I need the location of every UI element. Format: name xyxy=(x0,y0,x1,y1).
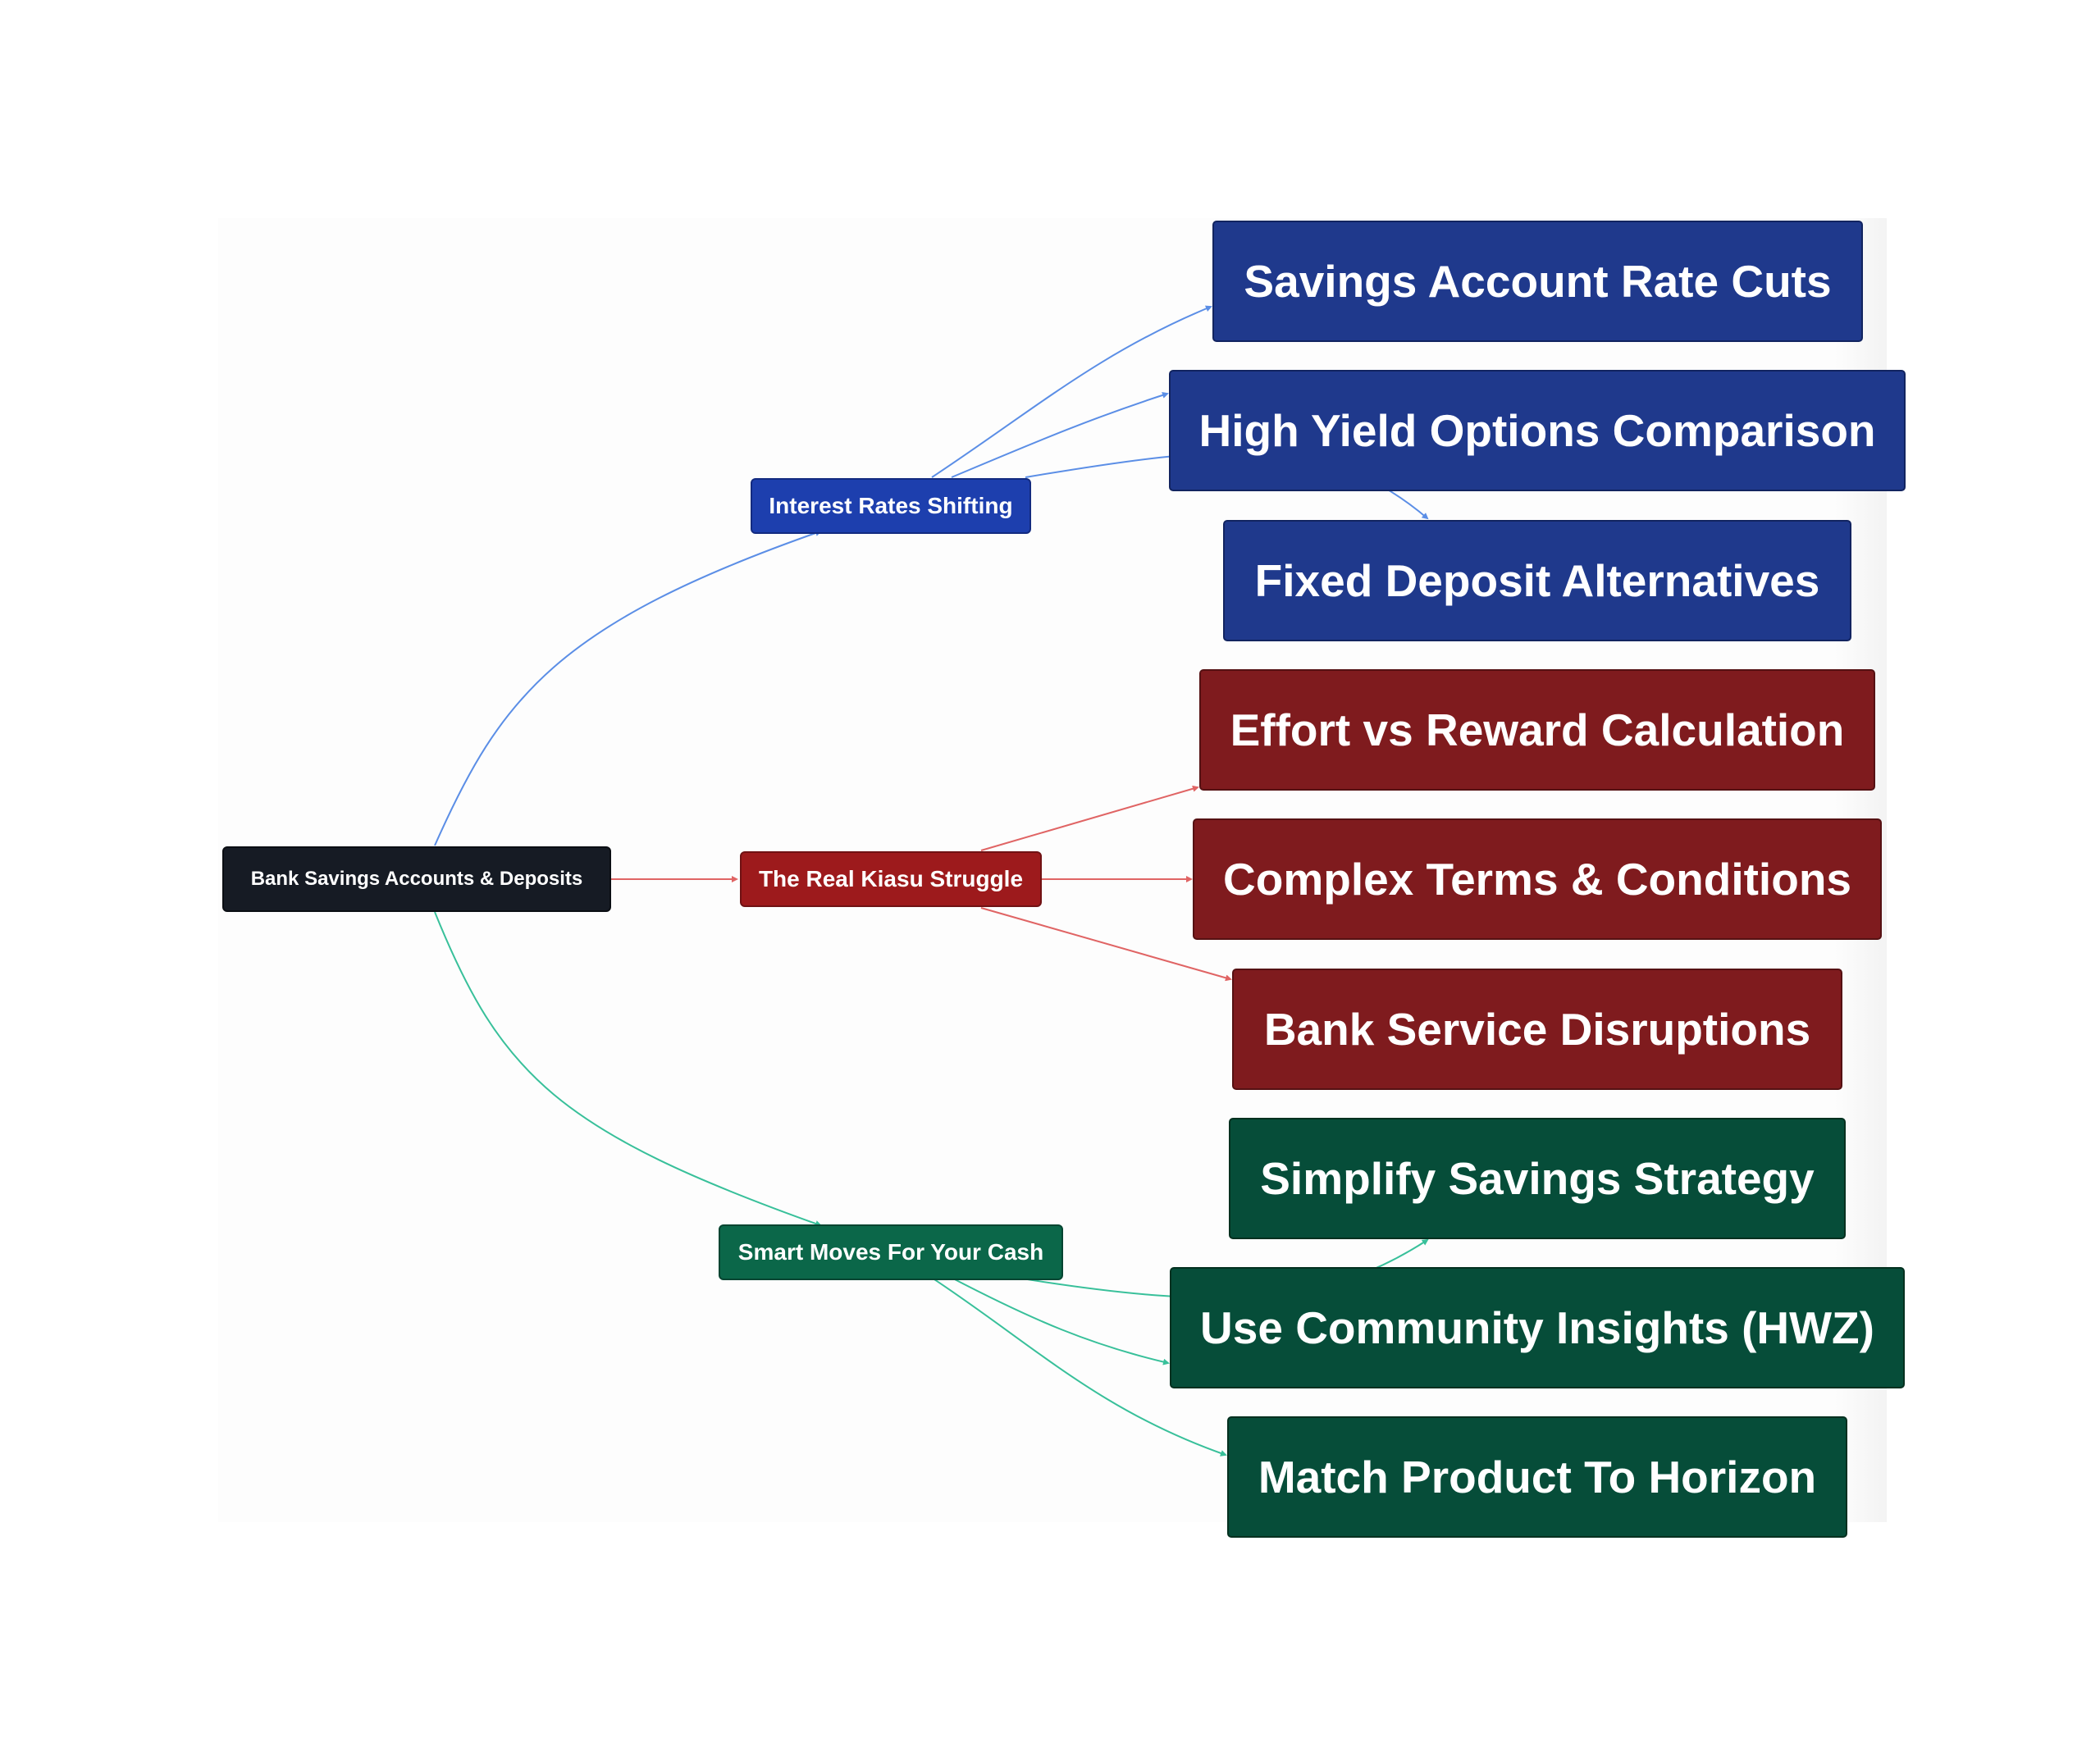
leaf-node-rate-cuts[interactable]: Savings Account Rate Cuts xyxy=(1212,221,1863,342)
edge-kiasu-to-disruptions xyxy=(980,907,1232,982)
branch-node-interest-rates[interactable]: Interest Rates Shifting xyxy=(751,478,1031,534)
leaf-node-community-insights[interactable]: Use Community Insights (HWZ) xyxy=(1170,1267,1905,1388)
branch-node-label: Interest Rates Shifting xyxy=(769,493,1013,518)
root-node-label: Bank Savings Accounts & Deposits xyxy=(250,868,583,890)
leaf-node-label: Use Community Insights (HWZ) xyxy=(1200,1302,1874,1353)
branch-node-label: The Real Kiasu Struggle xyxy=(758,866,1024,891)
leaf-node-label: Match Product To Horizon xyxy=(1258,1452,1817,1502)
edge-smart-to-community xyxy=(951,1277,1170,1365)
leaf-node-fixed-deposit[interactable]: Fixed Deposit Alternatives xyxy=(1223,520,1851,641)
root-node[interactable]: Bank Savings Accounts & Deposits xyxy=(222,846,611,912)
leaf-node-label: Complex Terms & Conditions xyxy=(1223,854,1851,905)
leaf-node-label: Savings Account Rate Cuts xyxy=(1244,256,1832,307)
leaf-node-label: Bank Service Disruptions xyxy=(1263,1004,1811,1055)
leaf-node-service-disruptions[interactable]: Bank Service Disruptions xyxy=(1232,969,1842,1090)
leaf-node-effort-reward[interactable]: Effort vs Reward Calculation xyxy=(1199,669,1875,791)
branch-node-kiasu-struggle[interactable]: The Real Kiasu Struggle xyxy=(740,851,1042,907)
branch-node-label: Smart Moves For Your Cash xyxy=(737,1239,1044,1265)
edge-kiasu-to-effort xyxy=(980,785,1199,851)
leaf-node-high-yield[interactable]: High Yield Options Comparison xyxy=(1169,370,1906,491)
leaf-node-terms-conditions[interactable]: Complex Terms & Conditions xyxy=(1193,818,1882,940)
edge-smart-to-horizon xyxy=(931,1277,1227,1457)
leaf-node-match-horizon[interactable]: Match Product To Horizon xyxy=(1227,1416,1847,1538)
leaf-node-simplify-strategy[interactable]: Simplify Savings Strategy xyxy=(1229,1118,1846,1239)
edge-root-to-smart xyxy=(434,911,822,1227)
leaf-node-label: Effort vs Reward Calculation xyxy=(1230,704,1845,755)
branch-node-smart-moves[interactable]: Smart Moves For Your Cash xyxy=(719,1224,1063,1280)
edge-root-to-interest xyxy=(434,530,822,846)
leaf-node-label: Simplify Savings Strategy xyxy=(1260,1153,1815,1204)
edge-interest-to-high-yield xyxy=(951,392,1169,478)
leaf-node-label: Fixed Deposit Alternatives xyxy=(1254,555,1820,606)
edge-interest-to-rate-cuts xyxy=(931,305,1212,478)
leaf-node-label: High Yield Options Comparison xyxy=(1198,405,1876,456)
